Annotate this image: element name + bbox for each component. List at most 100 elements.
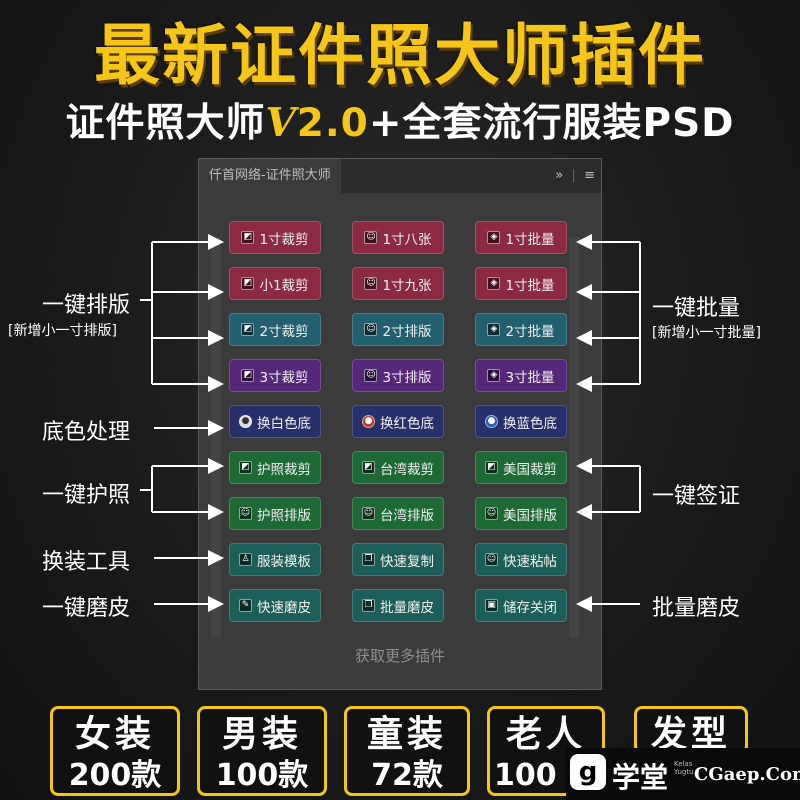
copy-icon: ❐	[362, 553, 375, 566]
person-icon: ☺	[364, 231, 378, 244]
taiwan-layout-button[interactable]: ☺ 台湾排版	[352, 497, 444, 530]
person-circle-icon: ●	[239, 415, 252, 428]
person-circle-icon: ●	[362, 415, 375, 428]
button-label: 台湾裁剪	[380, 461, 434, 478]
white-bg-button[interactable]: ●换白色底	[229, 405, 321, 438]
panel-tab-icons: » | ≡	[555, 168, 595, 183]
page-title: 最新证件照大师插件	[94, 17, 706, 94]
watermark-logo: g 学堂 Kelas Yugtu CGaep.Com	[566, 748, 800, 800]
button-label: 美国排版	[503, 507, 557, 524]
button-label: 3寸排版	[382, 369, 432, 386]
label-one-click-layout: 一键排版	[42, 293, 131, 318]
person-icon: ☺	[364, 323, 378, 336]
batch-1inch-2-button[interactable]: ◈1寸批量	[475, 267, 567, 300]
button-label: 3寸裁剪	[259, 369, 309, 386]
button-label: 护照排版	[257, 507, 311, 524]
passport-crop-button[interactable]: ◩ 护照裁剪	[229, 451, 321, 484]
red-bg-button[interactable]: ● 换红色底	[352, 405, 444, 438]
batch-1inch-button[interactable]: ◈ 1寸批量	[475, 221, 567, 254]
passport-layout-button[interactable]: ☺ 护照排版	[229, 497, 321, 530]
person-icon: ☺	[362, 507, 375, 520]
crop-icon: ◩	[241, 369, 255, 382]
button-label: 护照裁剪	[257, 461, 311, 478]
badge-count: 100	[494, 758, 557, 793]
button-label: 1寸裁剪	[259, 231, 309, 248]
button-label: 美国裁剪	[503, 461, 557, 478]
button-label: 1寸八张	[382, 231, 432, 248]
person-icon: ☺	[485, 507, 498, 520]
save-close-button[interactable]: ▣ 储存关闭	[475, 589, 567, 622]
badge-count: 100款	[215, 758, 309, 793]
batch-2inch-button[interactable]: ◈ 2寸批量	[475, 313, 567, 346]
subtitle-suffix: +全套流行服装PSD	[368, 101, 735, 146]
crop-icon: ◩	[241, 323, 255, 336]
batch-smooth-button[interactable]: ❐批量磨皮	[352, 589, 444, 622]
crop-2inch-button[interactable]: ◩ 2寸裁剪	[229, 313, 321, 346]
label-passport: 一键护照	[42, 483, 131, 508]
batch-3inch-button[interactable]: ◈3寸批量	[475, 359, 567, 392]
button-label: 快速磨皮	[257, 599, 311, 616]
logo-site: CGaep.Com	[694, 764, 800, 785]
usa-crop-button[interactable]: ◩美国裁剪	[475, 451, 567, 484]
usa-layout-button[interactable]: ☺ 美国排版	[475, 497, 567, 530]
version-number: 2.0	[296, 101, 369, 146]
shirt-icon: ♙	[239, 553, 252, 566]
badge-kids: 童装 72款	[344, 706, 470, 796]
logo-small-text: Kelas Yugtu	[674, 760, 694, 776]
version-v: V	[265, 100, 297, 146]
button-label: 换红色底	[380, 415, 434, 432]
layout-2inch-button[interactable]: ☺ 2寸排版	[352, 313, 444, 346]
crop-3inch-button[interactable]: ◩ 3寸裁剪	[229, 359, 321, 392]
badge-title: 男装	[221, 714, 302, 755]
blue-bg-button[interactable]: ● 换蓝色底	[475, 405, 567, 438]
badge-title: 女装	[74, 714, 155, 755]
person-circle-icon: ●	[485, 415, 498, 428]
label-visa: 一键签证	[652, 484, 741, 509]
layers-icon: ◈	[487, 369, 501, 382]
collapse-icon[interactable]: »	[555, 168, 564, 183]
button-label: 小1裁剪	[259, 277, 309, 294]
person-icon: ☺	[364, 369, 378, 382]
outfit-template-button[interactable]: ♙ 服装模板	[229, 543, 321, 576]
crop-icon: ◩	[239, 461, 252, 474]
layers-icon: ◈	[487, 277, 501, 290]
crop-icon: ◩	[241, 277, 255, 290]
crop-small1-button[interactable]: ◩ 小1裁剪	[229, 267, 321, 300]
button-label: 1寸批量	[505, 231, 555, 248]
logo-name: 学堂	[612, 761, 669, 794]
panel-tab[interactable]: 仟首网络-证件照大师	[199, 159, 341, 193]
taiwan-crop-button[interactable]: ◩ 台湾裁剪	[352, 451, 444, 484]
button-label: 2寸排版	[382, 323, 432, 340]
quick-smooth-button[interactable]: ✎快速磨皮	[229, 589, 321, 622]
crop-icon: ◩	[362, 461, 375, 474]
layout-1inch-9-button[interactable]: ☺1寸九张	[352, 267, 444, 300]
crop-1inch-button[interactable]: ◩1寸裁剪	[229, 221, 321, 254]
button-label: 2寸裁剪	[259, 323, 309, 340]
button-label: 服装模板	[257, 553, 311, 570]
button-label: 台湾排版	[380, 507, 434, 524]
layout-1inch-8-button[interactable]: ☺ 1寸八张	[352, 221, 444, 254]
button-label: 换蓝色底	[503, 415, 557, 432]
person-icon: ☺	[239, 507, 252, 520]
layers-icon: ◈	[487, 231, 501, 244]
more-plugins-link[interactable]: 获取更多插件	[354, 647, 445, 665]
quick-paste-button[interactable]: ☺快速粘帖	[475, 543, 567, 576]
layers-icon: ◈	[487, 323, 501, 336]
menu-icon[interactable]: ≡	[584, 168, 595, 183]
label-batch-note: [新增小一寸批量]	[652, 325, 761, 341]
button-label: 1寸九张	[382, 277, 432, 294]
badge-women: 女装 200款	[50, 706, 180, 796]
button-label: 储存关闭	[503, 599, 557, 616]
label-layout-note: [新增小一寸排版]	[8, 323, 117, 339]
button-label: 2寸批量	[505, 323, 555, 340]
subtitle-prefix: 证件照大师	[65, 101, 266, 146]
plugin-panel: 仟首网络-证件照大师 » | ≡ ◩1寸裁剪 ☺1寸八张 ◈1寸批量 ◩小1裁剪…	[198, 158, 602, 690]
label-batch-smooth: 批量磨皮	[652, 596, 741, 621]
save-icon: ▣	[485, 599, 498, 612]
person-icon: ☺	[485, 553, 498, 566]
page-subtitle: 证件照大师V2.0+全套流行服装PSD	[0, 92, 800, 148]
layout-3inch-button[interactable]: ☺ 3寸排版	[352, 359, 444, 392]
quick-copy-button[interactable]: ❐快速复制	[352, 543, 444, 576]
label-smooth: 一键磨皮	[42, 596, 131, 621]
panel-scrollbar[interactable]	[569, 237, 579, 637]
